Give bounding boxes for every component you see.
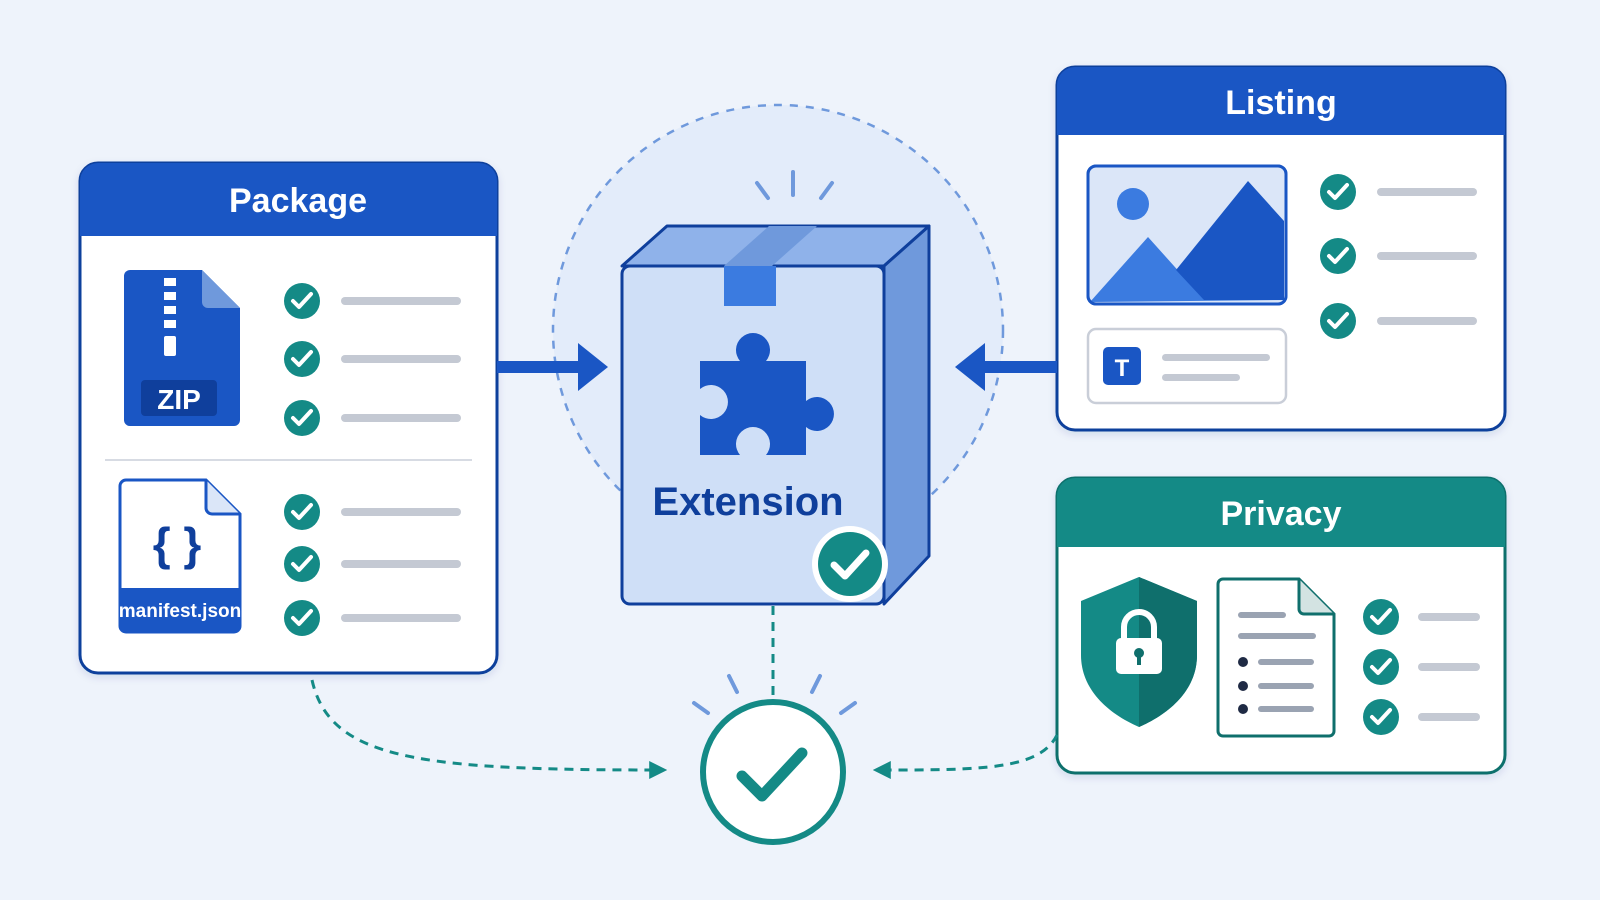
listing-checklist [1320,174,1477,339]
extension-box: Extension [620,224,931,606]
json-glyph: { } [153,518,202,570]
manifest-label: manifest.json [119,601,241,622]
manifest-checklist [284,494,461,636]
arrow-package-to-extension [497,343,608,391]
extension-label: Extension [652,480,843,524]
box-check-badge [812,526,888,602]
sparkle-lines-top [755,170,834,200]
zip-checklist [284,283,461,436]
privacy-card: Privacy [1055,476,1507,775]
listing-card: Listing T [1055,65,1507,432]
zip-file-icon: ZIP [124,270,240,426]
image-icon [1086,164,1288,306]
privacy-title: Privacy [1221,495,1342,533]
puzzle-piece-icon [700,333,834,455]
connector-package-to-approval [310,679,668,779]
document-icon [1216,577,1336,738]
arrow-listing-to-extension [955,343,1057,391]
text-badge: T [1115,355,1130,382]
json-file-icon: { } manifest.json [118,478,242,634]
package-card: Package ZIP [78,161,499,675]
privacy-checklist [1363,599,1480,735]
sparkle-lines-bottom [692,674,857,715]
approval-check-icon [700,699,846,845]
shield-lock-icon [1081,577,1197,727]
text-field-preview: T [1086,327,1288,405]
package-title: Package [229,182,367,220]
zip-label: ZIP [157,384,201,415]
listing-title: Listing [1225,84,1336,122]
connector-privacy-to-approval [872,734,1059,779]
